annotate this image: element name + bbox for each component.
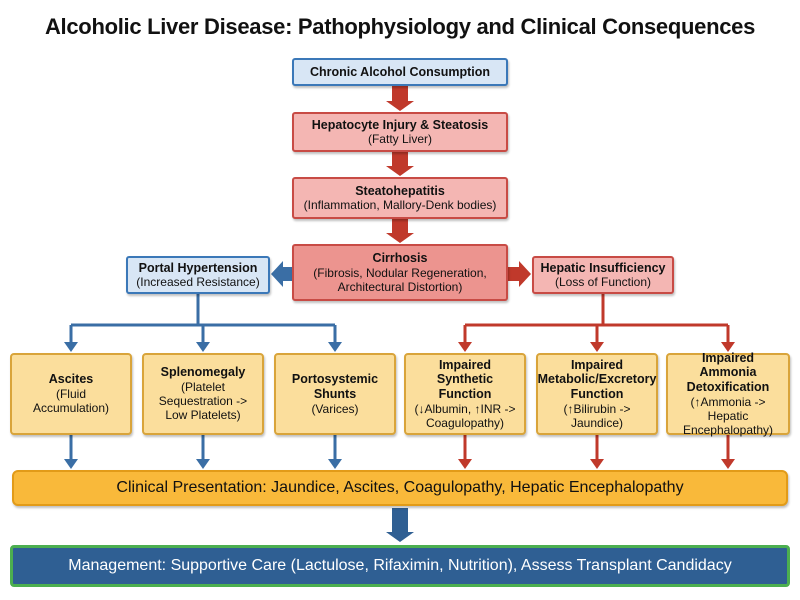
arrow-cirrhosis-to-portal bbox=[271, 261, 292, 287]
node-heading: Cirrhosis bbox=[372, 250, 428, 265]
node-impaired-metabolic: Impaired Metabolic/Excretory Function (↑… bbox=[536, 353, 658, 435]
node-heading: Impaired Ammonia Detoxification bbox=[686, 350, 770, 395]
node-subtext: (Fibrosis, Nodular Regeneration, Archite… bbox=[313, 265, 487, 294]
arrow-to-splenomegaly-head bbox=[196, 342, 210, 352]
node-impaired-ammonia: Impaired Ammonia Detoxification (↑Ammoni… bbox=[666, 350, 790, 438]
node-heading: Splenomegaly bbox=[160, 365, 246, 380]
node-cirrhosis: Cirrhosis (Fibrosis, Nodular Regeneratio… bbox=[292, 244, 508, 301]
arrow-to-shunts-head bbox=[328, 342, 342, 352]
arrow-ammonia-to-clinical-head bbox=[721, 459, 735, 469]
node-subtext: (Fluid Accumulation) bbox=[32, 387, 110, 416]
arrow-alcohol-to-hepatocyte bbox=[386, 86, 414, 111]
arrow-ascites-to-clinical-head bbox=[64, 459, 78, 469]
arrow-to-metabolic-head bbox=[590, 342, 604, 352]
node-heading: Portosystemic Shunts bbox=[291, 372, 379, 401]
arrow-metabolic-to-clinical-head bbox=[590, 459, 604, 469]
arrow-to-ascites-head bbox=[64, 342, 78, 352]
arrow-splenomegaly-to-clinical-head bbox=[196, 459, 210, 469]
node-steatohepatitis: Steatohepatitis (Inflammation, Mallory-D… bbox=[292, 177, 508, 219]
arrow-hepatocyte-to-steatohepatitis bbox=[386, 152, 414, 176]
arrow-steatohepatitis-to-cirrhosis bbox=[386, 219, 414, 243]
node-subtext: (Platelet Sequestration -> Low Platelets… bbox=[158, 380, 248, 423]
node-heading: Hepatocyte Injury & Steatosis bbox=[311, 117, 489, 132]
node-impaired-synthetic: Impaired Synthetic Function (↓Albumin, ↑… bbox=[404, 353, 526, 435]
node-portosystemic-shunts: Portosystemic Shunts (Varices) bbox=[274, 353, 396, 435]
arrow-to-synthetic-head bbox=[458, 342, 472, 352]
node-subtext: (Fatty Liver) bbox=[367, 132, 432, 147]
arrow-synthetic-to-clinical-head bbox=[458, 459, 472, 469]
node-subtext: (↓Albumin, ↑INR -> Coagulopathy) bbox=[414, 401, 516, 431]
node-subtext: (Increased Resistance) bbox=[136, 275, 260, 290]
clinical-presentation-bar: Clinical Presentation: Jaundice, Ascites… bbox=[12, 470, 788, 506]
node-subtext: (↑Bilirubin -> Jaundice) bbox=[563, 401, 631, 431]
node-heading: Portal Hypertension bbox=[138, 260, 258, 275]
node-heading: Ascites bbox=[48, 372, 94, 387]
node-heading: Hepatic Insufficiency bbox=[540, 260, 666, 275]
node-heading: Impaired Synthetic Function bbox=[436, 357, 494, 402]
node-subtext: (Loss of Function) bbox=[554, 275, 652, 290]
node-portal-hypertension: Portal Hypertension (Increased Resistanc… bbox=[126, 256, 270, 294]
node-chronic-alcohol: Chronic Alcohol Consumption bbox=[292, 58, 508, 86]
arrow-shunts-to-clinical-head bbox=[328, 459, 342, 469]
node-ascites: Ascites (Fluid Accumulation) bbox=[10, 353, 132, 435]
node-heading: Chronic Alcohol Consumption bbox=[309, 64, 491, 79]
node-splenomegaly: Splenomegaly (Platelet Sequestration -> … bbox=[142, 353, 264, 435]
node-subtext: (Inflammation, Mallory-Denk bodies) bbox=[303, 198, 497, 213]
node-heading: Impaired Metabolic/Excretory Function bbox=[537, 357, 657, 402]
node-hepatocyte-injury: Hepatocyte Injury & Steatosis (Fatty Liv… bbox=[292, 112, 508, 152]
diagram-title: Alcoholic Liver Disease: Pathophysiology… bbox=[44, 14, 756, 39]
arrow-cirrhosis-to-insufficiency bbox=[508, 261, 531, 287]
node-heading: Steatohepatitis bbox=[355, 183, 445, 198]
arrow-clinical-to-management bbox=[386, 508, 414, 542]
node-subtext: (↑Ammonia -> Hepatic Encephalopathy) bbox=[682, 394, 774, 438]
node-subtext: (Varices) bbox=[311, 401, 359, 416]
node-hepatic-insufficiency: Hepatic Insufficiency (Loss of Function) bbox=[532, 256, 674, 294]
management-bar: Management: Supportive Care (Lactulose, … bbox=[10, 545, 790, 587]
arrow-to-ammonia-head bbox=[721, 342, 735, 352]
